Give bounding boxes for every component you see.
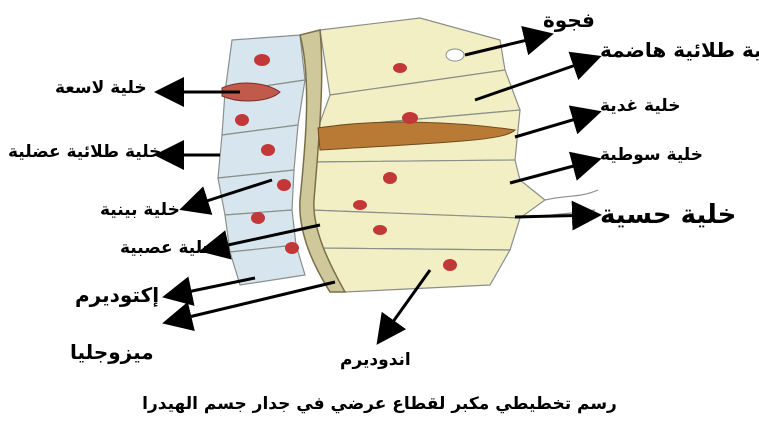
nucleus xyxy=(277,179,291,191)
label-sensory-cell: خلية حسية xyxy=(600,200,736,230)
label-flagellated-cell: خلية سوطية xyxy=(600,145,703,165)
nucleus xyxy=(251,212,265,224)
nucleus xyxy=(373,225,387,235)
label-vacuole: فجوة xyxy=(543,8,595,32)
label-epitheliomuscular-cell: خلية طلائية عضلية xyxy=(8,142,161,162)
nucleus xyxy=(235,114,249,126)
glandular-arrow xyxy=(515,113,596,137)
vacuole xyxy=(446,49,464,61)
endoderm-layer xyxy=(310,18,545,292)
nucleus xyxy=(353,200,367,210)
nucleus xyxy=(393,63,407,73)
label-stinging-cell: خلية لاسعة xyxy=(55,78,147,98)
label-ectoderm: إكتوديرم xyxy=(75,283,159,307)
endoderm-cell xyxy=(318,248,510,292)
endoderm-cell xyxy=(310,160,545,218)
label-digestive-epithelial-cell: خلية طلائية هاضمة xyxy=(600,38,759,62)
nucleus xyxy=(261,144,275,156)
nucleus xyxy=(254,54,270,66)
sensory-arrow xyxy=(515,215,596,217)
nucleus xyxy=(443,259,457,271)
nucleus xyxy=(285,242,299,254)
nucleus xyxy=(383,172,397,184)
nucleus xyxy=(402,112,418,124)
label-endoderm: اندوديرم xyxy=(340,350,411,370)
diagram-caption: رسم تخطيطي مكبر لقطاع عرضي في جدار جسم ا… xyxy=(0,394,759,414)
label-glandular-cell: خلية غدية xyxy=(600,96,680,116)
label-mesoglea: ميزوجليا xyxy=(70,340,154,364)
flagellated-arrow xyxy=(510,160,596,183)
mesoglea-arrow xyxy=(168,282,335,322)
flagellum xyxy=(545,190,598,200)
label-interstitial-cell: خلية بينية xyxy=(100,200,180,220)
label-nerve-cell: خلية عصبية xyxy=(120,238,215,258)
ectoderm-arrow xyxy=(168,278,255,296)
